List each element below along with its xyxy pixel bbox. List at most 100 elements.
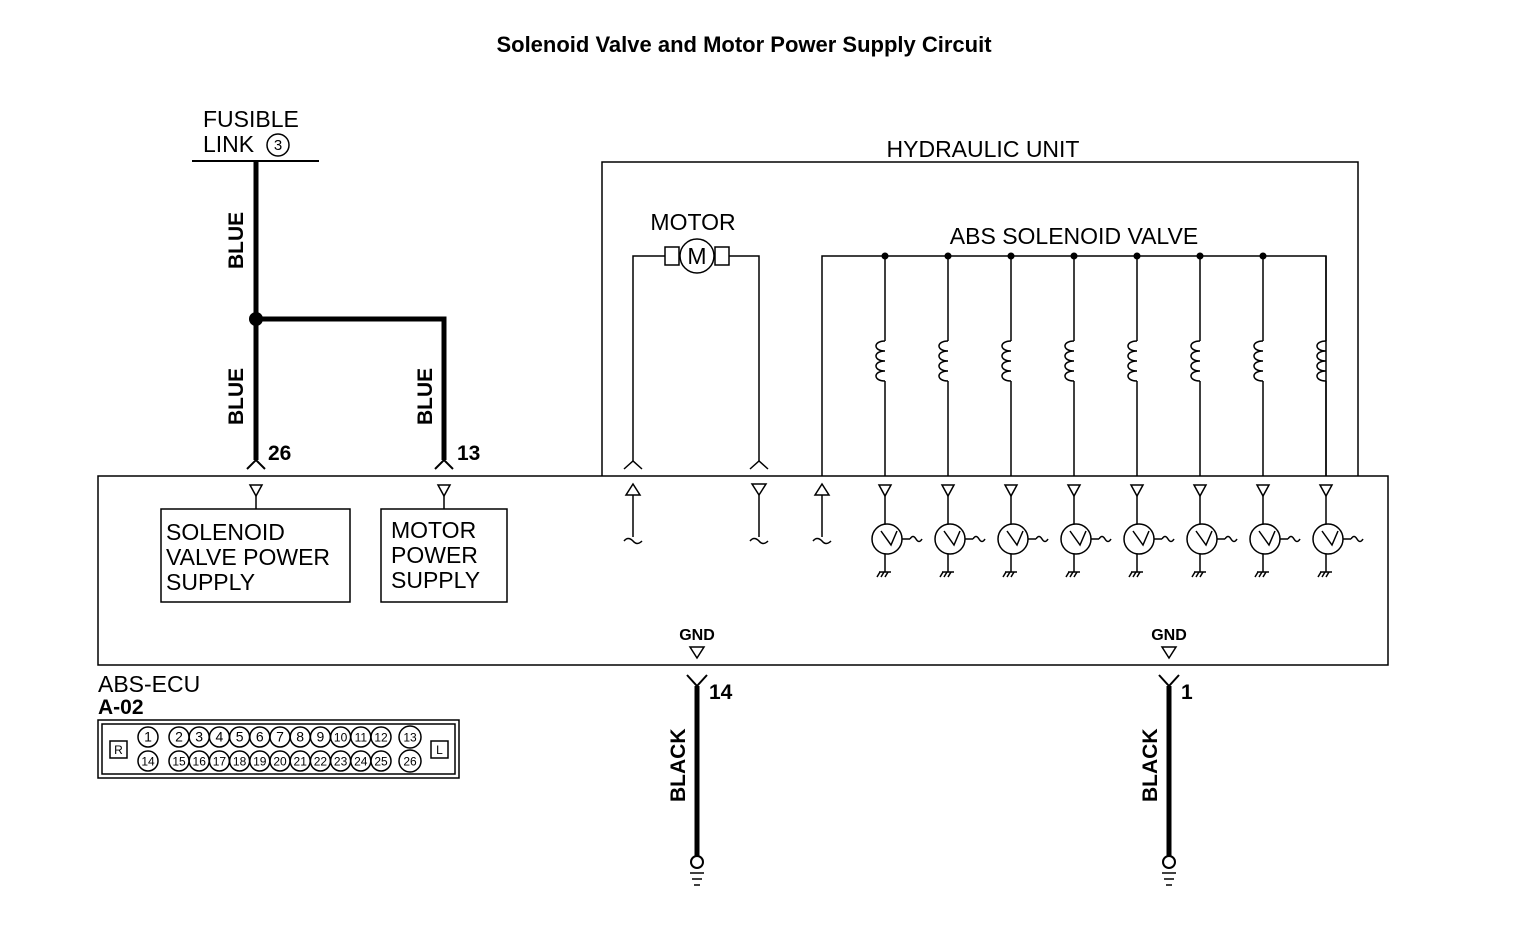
- solenoid-coil-3-icon: [1001, 340, 1012, 382]
- transistor-base-tilde: [1224, 535, 1238, 543]
- connector-pin-label: 13: [403, 731, 417, 745]
- transistor-base-tilde: [909, 535, 923, 543]
- fusible-link-label-2: LINK: [203, 131, 255, 157]
- transistor-base-tilde: [1350, 535, 1364, 543]
- chassis-ground-hatch: [1136, 571, 1141, 578]
- connector-pin-label: 15: [172, 755, 186, 769]
- connector-pin-label: 23: [334, 755, 348, 769]
- connector-pin-label: 11: [355, 731, 368, 745]
- connector-pin-label: 12: [374, 731, 388, 745]
- connector-pin-label: 14: [141, 755, 155, 769]
- connector-pin-label: 3: [195, 729, 203, 745]
- transistor-symbol: [1258, 530, 1276, 547]
- driver-input-arrow: [1129, 484, 1145, 498]
- solenoid-driver-transistors: [871, 484, 1364, 578]
- connector-pin-26-mark: [246, 458, 266, 470]
- transistor-symbol: [1069, 530, 1087, 547]
- solenoid-power-supply-line2: VALVE POWER: [166, 544, 330, 570]
- connector-left-tag: R: [114, 743, 123, 757]
- splice-point: [249, 312, 263, 326]
- connector-right-tag: L: [436, 743, 443, 757]
- pin-1-label: 1: [1181, 681, 1193, 704]
- solenoid-coil-2-icon: [938, 340, 949, 382]
- chassis-ground-hatch: [1006, 571, 1011, 578]
- motor-power-supply-box: [380, 508, 508, 603]
- solenoid-power-supply-line1: SOLENOID: [166, 519, 285, 545]
- chassis-ground-hatch: [876, 571, 881, 578]
- transistor-base-tilde: [972, 535, 986, 543]
- chassis-ground-hatch: [1065, 571, 1070, 578]
- connector-pin-label: 26: [403, 755, 417, 769]
- pin-26-inner-arrow: [248, 484, 264, 498]
- connector-outer: [97, 719, 460, 779]
- chassis-ground-hatch: [1195, 571, 1200, 578]
- motor-monitor-tilde-left: [623, 537, 643, 545]
- fusible-link: FUSIBLE LINK 3: [192, 106, 319, 162]
- transistor-base-tilde: [1098, 535, 1112, 543]
- fusible-link-number-circle: [266, 133, 290, 157]
- chassis-ground-hatch: [1199, 571, 1204, 578]
- connector-pin-label: 16: [193, 755, 207, 769]
- transistor-symbol: [1132, 530, 1150, 547]
- driver-input-arrow: [1066, 484, 1082, 498]
- ecu-name: ABS-ECU: [98, 671, 200, 697]
- chassis-ground-hatch: [1262, 571, 1267, 578]
- motor-label: MOTOR: [650, 209, 735, 235]
- fusible-link-number: 3: [274, 137, 282, 154]
- chassis-ground-hatch: [1321, 571, 1326, 578]
- gnd-arrow-right: [1160, 646, 1178, 660]
- fusible-link-label: FUSIBLE: [203, 106, 299, 132]
- motor-wire-left: [632, 255, 665, 462]
- chassis-ground-hatch: [1325, 571, 1330, 578]
- connector-pin-label: 6: [256, 729, 264, 745]
- motor-monitor-tilde-right: [749, 537, 769, 545]
- motor-connector-right: [749, 459, 769, 470]
- hydraulic-unit-outline: [601, 161, 1359, 476]
- driver-input-arrow: [877, 484, 893, 498]
- gnd-arrow-left: [688, 646, 706, 660]
- chassis-ground-hatch: [1258, 571, 1263, 578]
- motor-monitor-arrow-left: [624, 482, 642, 496]
- wire-color-blue-right: BLUE: [414, 368, 437, 425]
- motor-brush-left: [664, 246, 680, 266]
- pin-13-label: 13: [457, 442, 480, 465]
- ground-wiring: 14 BLACK 1 BLACK: [667, 674, 1193, 886]
- blue-wiring: BLUE BLUE BLUE 26 13: [225, 161, 480, 470]
- hydraulic-unit: HYDRAULIC UNIT MOTOR M ABS SOLENOID VALV…: [601, 136, 1359, 476]
- solenoid-coil-6-icon: [1190, 340, 1201, 382]
- connector-pin-14: [137, 750, 159, 772]
- connector-pin-25: [370, 750, 392, 772]
- connector-inner: [101, 723, 456, 775]
- solenoid-coil-5-icon: [1127, 340, 1138, 382]
- ecu-connector-id: A-02: [98, 696, 144, 719]
- transistor-symbol: [1321, 530, 1339, 547]
- chassis-ground-hatch: [947, 571, 952, 578]
- connector-right-tag-box: [430, 740, 449, 759]
- pin-14-label: 14: [709, 681, 733, 704]
- pin-26-label: 26: [268, 442, 291, 465]
- connector-pin-label: 18: [233, 755, 247, 769]
- motor-power-supply-line1: MOTOR: [391, 517, 476, 543]
- solenoid-coil-8-icon: [1316, 340, 1327, 382]
- transistor-symbol: [943, 530, 961, 547]
- connector-pin-12: [370, 726, 392, 748]
- gnd-label-left: GND: [679, 627, 715, 644]
- motor-wire-right: [729, 255, 760, 462]
- wire-color-black-right: BLACK: [1139, 729, 1162, 803]
- abs-ecu: SOLENOID VALVE POWER SUPPLY MOTOR POWER …: [97, 475, 1389, 719]
- pin-13-inner-arrow: [436, 484, 452, 498]
- motor-brush-right: [714, 246, 730, 266]
- chassis-ground-hatch: [880, 571, 885, 578]
- connector-pin-label: 2: [175, 729, 183, 745]
- chassis-ground-hatch: [1132, 571, 1137, 578]
- transistor-base-tilde: [1287, 535, 1301, 543]
- connector-pin-label: 1: [144, 729, 152, 745]
- driver-input-arrow: [1192, 484, 1208, 498]
- solenoid-power-supply-box: [160, 508, 351, 603]
- chassis-ground-hatch: [1191, 571, 1196, 578]
- transistor-base-tilde: [1035, 535, 1049, 543]
- connector-pin-label: 24: [354, 755, 368, 769]
- chassis-ground-hatch: [1002, 571, 1007, 578]
- solenoid-power-supply-line3: SUPPLY: [166, 569, 255, 595]
